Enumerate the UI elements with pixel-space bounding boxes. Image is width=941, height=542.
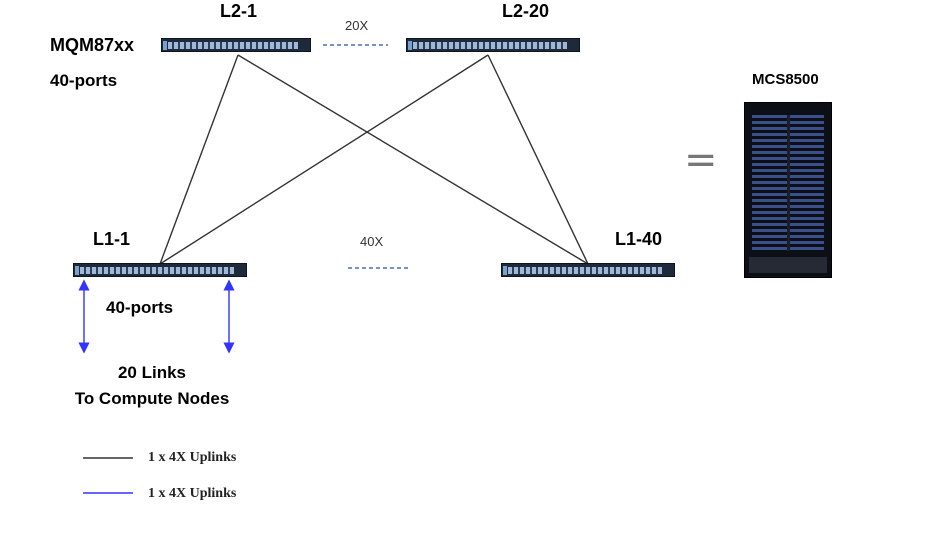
switch-l1-40 — [501, 263, 675, 277]
rack-base — [749, 257, 827, 273]
leaf-right-label: L1-40 — [615, 229, 663, 249]
switch-ports — [413, 42, 567, 49]
uplink-l220-l140 — [487, 54, 589, 265]
legend-compute-text: 1 x 4X Uplinks — [148, 486, 237, 501]
compute-links-line2: To Compute Nodes — [74, 389, 230, 408]
rack-divider — [787, 115, 790, 251]
spine-right-label: L2-20 — [502, 1, 550, 21]
leaf-ports-label: 40-ports — [106, 298, 174, 317]
switch-l1-1 — [73, 263, 247, 277]
spine-left-label: L2-1 — [220, 1, 258, 21]
equals-sign: = — [684, 137, 718, 183]
spine-multiplier: 20X — [345, 18, 369, 33]
leaf-multiplier: 40X — [360, 234, 384, 249]
switch-tab — [503, 266, 507, 275]
switch-model-label: MQM87xx — [50, 35, 135, 55]
switch-l2-1 — [161, 38, 311, 52]
switch-l2-20 — [406, 38, 580, 52]
switch-ports — [508, 267, 662, 274]
system-label: MCS8500 — [752, 71, 819, 88]
switch-tab — [408, 41, 412, 50]
switch-tab — [163, 41, 167, 50]
switch-ports — [80, 267, 234, 274]
switch-tab — [75, 266, 79, 275]
leaf-left-label: L1-1 — [93, 229, 131, 249]
uplink-l21-l140 — [237, 54, 589, 265]
switch-ports — [168, 42, 298, 49]
legend-uplink-text: 1 x 4X Uplinks — [148, 450, 237, 465]
spine-ports-label: 40-ports — [50, 71, 118, 90]
uplink-l21-l11 — [159, 54, 239, 265]
mcs8500-rack-image — [744, 102, 832, 278]
compute-links-line1: 20 Links — [117, 363, 187, 382]
uplink-l220-l11 — [159, 54, 489, 265]
